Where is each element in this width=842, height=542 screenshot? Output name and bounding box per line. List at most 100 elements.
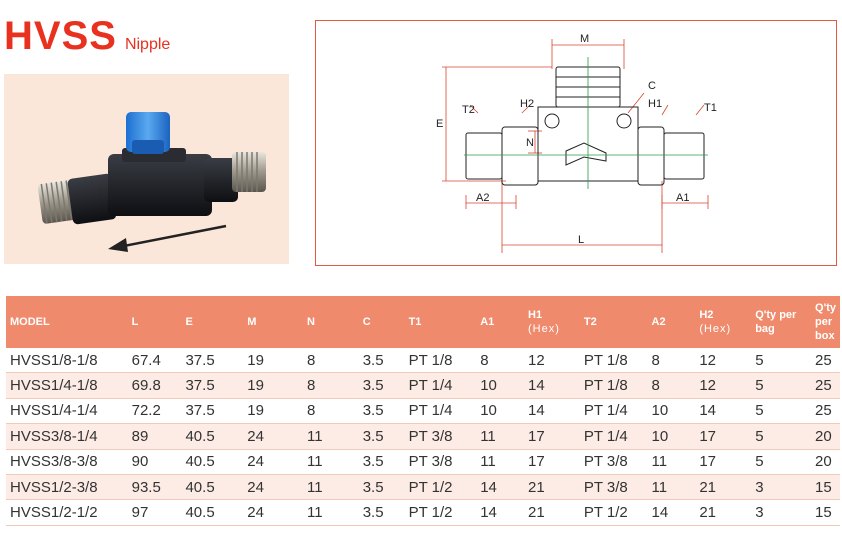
table-cell: PT 3/8 [404, 423, 477, 450]
table-cell: 14 [524, 372, 580, 399]
table-cell: PT 3/8 [404, 449, 477, 475]
col-header: H2(Hex) [695, 296, 752, 348]
table-cell: 24 [243, 423, 303, 450]
table-cell: 17 [695, 423, 752, 450]
label-A2: A2 [476, 192, 489, 204]
table-cell: 15 [811, 499, 840, 526]
table-cell: 10 [647, 423, 696, 450]
table-cell: PT 1/2 [404, 474, 477, 501]
table-cell: 19 [243, 348, 303, 374]
table-cell: 3.5 [358, 474, 405, 501]
table-cell: 37.5 [181, 398, 244, 425]
col-header: C [358, 296, 405, 348]
table-cell: 12 [524, 348, 580, 374]
table-cell: 3.5 [358, 449, 405, 475]
dimension-drawing: M C T2 H2 H1 T1 E N A2 A1 L [436, 33, 717, 253]
table-cell: PT 1/4 [404, 398, 477, 425]
table-cell: 8 [302, 348, 359, 374]
col-header: Q'ty per box [811, 296, 840, 348]
table-cell: 8 [302, 372, 359, 399]
table-cell: 24 [243, 449, 303, 475]
table-cell: 19 [243, 372, 303, 399]
table-cell: 5 [751, 423, 812, 450]
table-cell: 11 [302, 449, 359, 475]
table-cell: HVSS1/8-1/8 [6, 348, 128, 374]
table-cell: 3 [751, 474, 812, 501]
table-cell: 89 [127, 423, 182, 450]
table-cell: PT 1/8 [404, 348, 477, 374]
label-E: E [436, 118, 443, 130]
label-C: C [648, 80, 656, 92]
col-header: E [181, 296, 244, 348]
table-cell: 25 [811, 372, 840, 399]
table-cell: 14 [476, 499, 524, 526]
col-header: A2 [647, 296, 696, 348]
table-cell: 20 [811, 449, 840, 475]
table-cell: 8 [476, 348, 524, 374]
table-cell: 8 [302, 398, 359, 425]
table-cell: 11 [302, 499, 359, 526]
table-cell: PT 3/8 [579, 449, 648, 475]
label-H2: H2 [520, 98, 534, 110]
spec-table: MODEL L E M N C T1 A1 H1(Hex) T2 A2 H2(H… [6, 296, 840, 526]
table-cell: 14 [524, 398, 580, 425]
table-cell: 8 [647, 372, 696, 399]
table-cell: 21 [524, 499, 580, 526]
table-header-row: MODEL L E M N C T1 A1 H1(Hex) T2 A2 H2(H… [6, 296, 840, 348]
table-cell: 11 [476, 423, 524, 450]
table-cell: 21 [695, 474, 752, 501]
valve-illustration [37, 112, 266, 252]
table-cell: 11 [647, 449, 696, 475]
table-cell: HVSS1/4-1/8 [6, 372, 128, 399]
table-cell: PT 1/8 [579, 348, 648, 374]
table-cell: PT 1/2 [579, 499, 648, 526]
table-cell: 11 [476, 449, 524, 475]
table-cell: 40.5 [181, 499, 244, 526]
table-cell: 3.5 [358, 499, 405, 526]
table-cell: 14 [695, 398, 752, 425]
col-header: L [127, 296, 182, 348]
table-cell: 17 [524, 423, 580, 450]
table-cell: 40.5 [181, 449, 244, 475]
table-cell: PT 1/4 [404, 372, 477, 399]
label-L: L [578, 234, 584, 246]
table-cell: 40.5 [181, 423, 244, 450]
table-cell: 69.8 [127, 372, 182, 399]
table-cell: 17 [524, 449, 580, 475]
table-cell: HVSS3/8-3/8 [6, 449, 128, 475]
label-A1: A1 [676, 192, 689, 204]
table-cell: 25 [811, 398, 840, 425]
col-header: A1 [476, 296, 524, 348]
col-header: H1(Hex) [524, 296, 580, 348]
table-cell: 25 [811, 348, 840, 374]
table-cell: 5 [751, 372, 812, 399]
col-header: T2 [579, 296, 648, 348]
table-cell: 8 [647, 348, 696, 374]
product-photo [4, 74, 289, 264]
table-cell: PT 1/8 [579, 372, 648, 399]
label-M: M [580, 33, 589, 45]
table-cell: PT 3/8 [579, 474, 648, 501]
table-cell: 24 [243, 474, 303, 501]
table-cell: 15 [811, 474, 840, 501]
table-cell: 3.5 [358, 398, 405, 425]
table-cell: HVSS1/2-3/8 [6, 474, 128, 501]
col-header: N [302, 296, 359, 348]
table-cell: 20 [811, 423, 840, 450]
col-header: MODEL [6, 296, 128, 348]
dimension-diagram: M C T2 H2 H1 T1 E N A2 A1 L [315, 20, 837, 266]
table-cell: 5 [751, 449, 812, 475]
table-cell: 40.5 [181, 474, 244, 501]
label-T1: T1 [704, 102, 717, 114]
table-cell: HVSS1/4-1/4 [6, 398, 128, 425]
table-cell: PT 1/4 [579, 423, 648, 450]
table-cell: 24 [243, 499, 303, 526]
table-cell: 10 [476, 372, 524, 399]
